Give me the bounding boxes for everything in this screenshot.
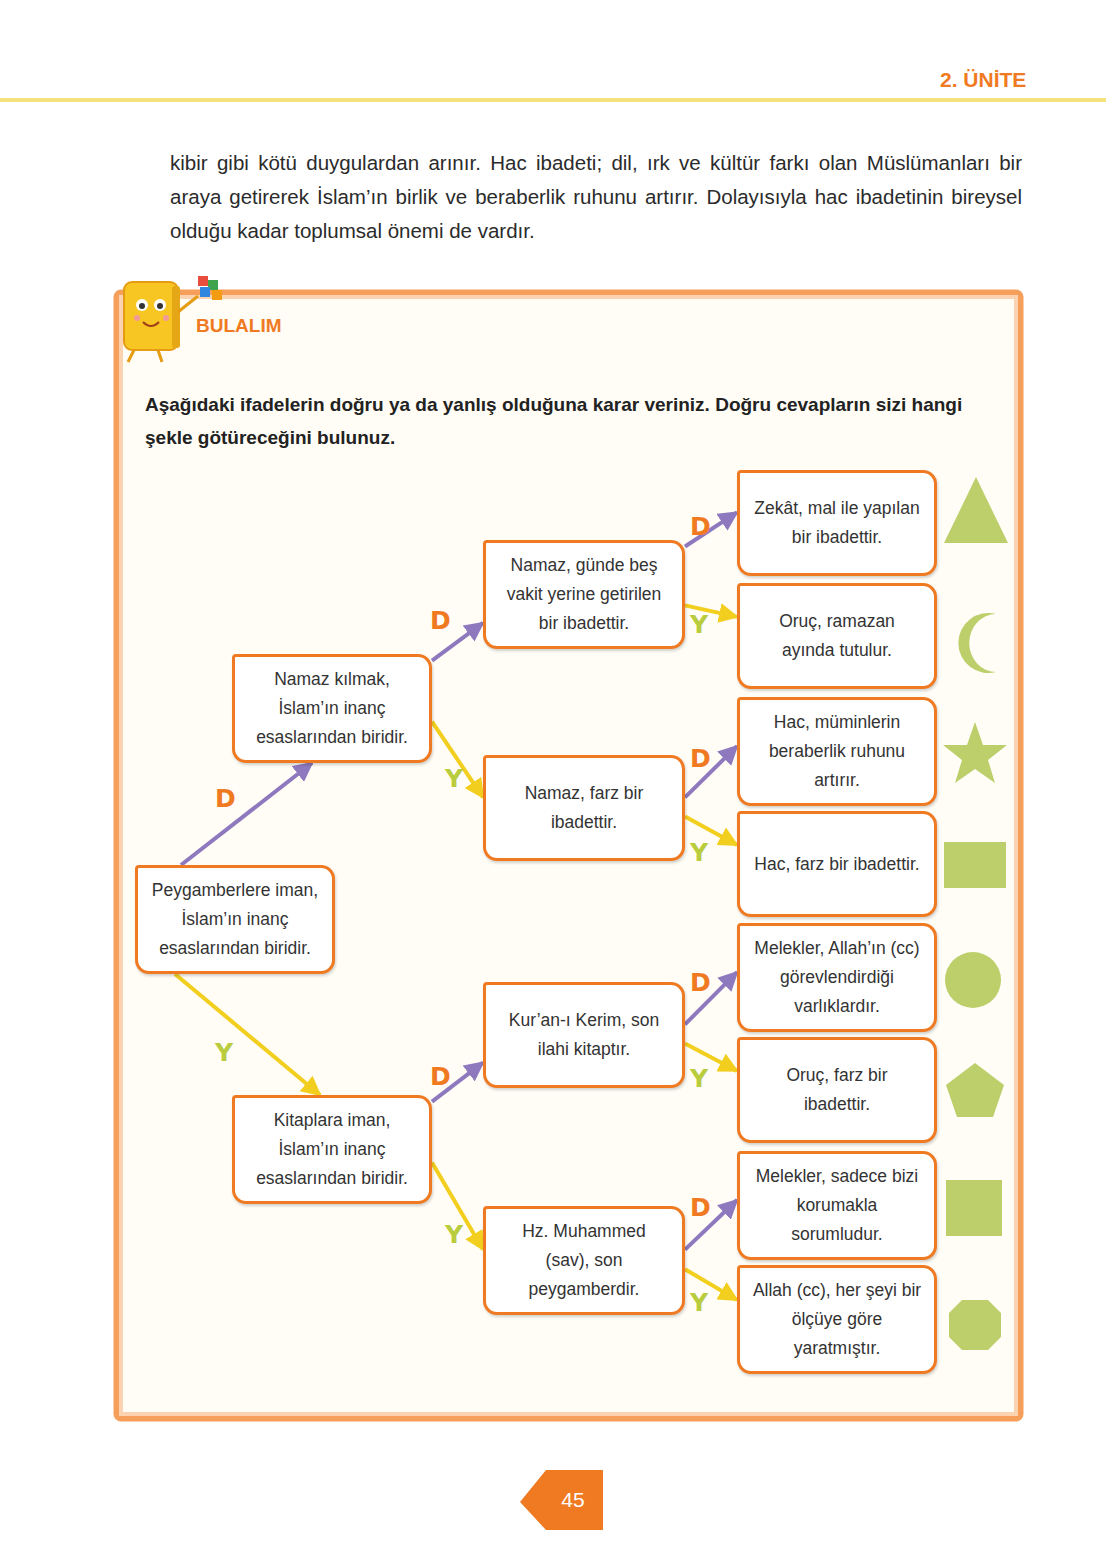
statement-box: Namaz kılmak, İslam’ın inanç esaslarında… [232,654,432,763]
branch-label: Y [688,612,710,638]
statement-text: Zekât, mal ile yapılan bir ibadettir. [752,494,922,552]
statement-box: Allah (cc), her şeyi bir ölçüye göre yar… [737,1265,937,1374]
statement-box: Peygamberlere iman, İslam’ın inanç esasl… [135,865,335,974]
square-shape [946,1180,1002,1236]
statement-text: Hac, müminlerin beraberlik ruhunu artırı… [752,708,922,795]
star-shape [943,722,1007,783]
branch-label: Y [688,840,710,866]
statement-box: Hz. Muhammed (sav), son peygamberdir. [483,1206,685,1315]
statement-text: Hac, farz bir ibadettir. [754,850,919,879]
statement-text: Oruç, ramazan ayında tutulur. [752,607,922,665]
section-title: BULALIM [196,315,356,337]
branch-label: Y [688,1290,710,1316]
branch-label: D [688,746,713,772]
frame-glow [121,297,1016,1414]
branch-label: D [688,1195,713,1221]
branch-label: Y [688,1066,710,1092]
page-number: 45 [548,1488,598,1512]
statement-text: Oruç, farz bir ibadettir. [752,1061,922,1119]
statement-box: Melekler, sadece bizi korumakla sorumlud… [737,1151,937,1260]
branch-label: D [688,970,713,996]
branch-label: D [213,786,238,812]
statement-text: Melekler, Allah’ın (cc) görevlendirdiği … [752,934,922,1021]
statement-text: Hz. Muhammed (sav), son peygamberdir. [498,1217,670,1304]
statement-text: Namaz kılmak, İslam’ın inanç esaslarında… [247,665,417,752]
rectangle-shape [944,842,1006,888]
branch-label: Y [213,1040,235,1066]
page-tab [520,1470,603,1530]
statement-box: Namaz, farz bir ibadettir. [483,755,685,861]
instruction-text: Aşağıdaki ifadelerin doğru ya da yanlış … [145,388,997,454]
statement-text: Namaz, günde beş vakit yerine getirilen … [498,551,670,638]
statement-box: Melekler, Allah’ın (cc) görevlendirdiği … [737,923,937,1032]
branch-label: D [688,514,713,540]
branch-arrow [685,746,737,797]
pentagon-shape [946,1063,1004,1117]
statement-box: Namaz, günde beş vakit yerine getirilen … [483,540,685,649]
circle-shape [945,952,1001,1008]
statement-box: Hac, farz bir ibadettir. [737,811,937,917]
statement-text: Allah (cc), her şeyi bir ölçüye göre yar… [752,1276,922,1363]
top-rule [0,98,1106,102]
branch-arrow [181,763,312,865]
statement-box: Kitaplara iman, İslam’ın inanç esasların… [232,1095,432,1204]
answer-shapes [943,477,1008,1350]
branch-label: D [428,1064,453,1090]
statement-text: Kitaplara iman, İslam’ın inanç esasların… [247,1106,417,1193]
branch-arrow [685,512,737,546]
triangle-shape [944,477,1008,543]
statement-text: Namaz, farz bir ibadettir. [498,779,670,837]
statement-box: Kur’an-ı Kerim, son ilahi kitaptır. [483,982,685,1088]
crescent-shape [958,613,996,673]
branch-arrow [432,722,483,798]
statement-box: Oruç, ramazan ayında tutulur. [737,583,937,689]
statement-box: Hac, müminlerin beraberlik ruhunu artırı… [737,697,937,806]
unit-heading: 2. ÜNİTE [940,68,1090,92]
branch-arrow [175,974,320,1095]
body-paragraph: kibir gibi kötü duygulardan arınır. Hac … [170,146,1022,248]
statement-box: Zekât, mal ile yapılan bir ibadettir. [737,470,937,576]
branch-arrow [432,1163,483,1250]
activity-frame [117,293,1020,1418]
statement-text: Melekler, sadece bizi korumakla sorumlud… [752,1162,922,1249]
branch-label: D [428,608,453,634]
octagon-shape [949,1300,1001,1350]
branch-label: Y [443,766,465,792]
statement-box: Oruç, farz bir ibadettir. [737,1037,937,1143]
statement-text: Peygamberlere iman, İslam’ın inanç esasl… [150,876,320,963]
branch-label: Y [443,1222,465,1248]
statement-text: Kur’an-ı Kerim, son ilahi kitaptır. [498,1006,670,1064]
